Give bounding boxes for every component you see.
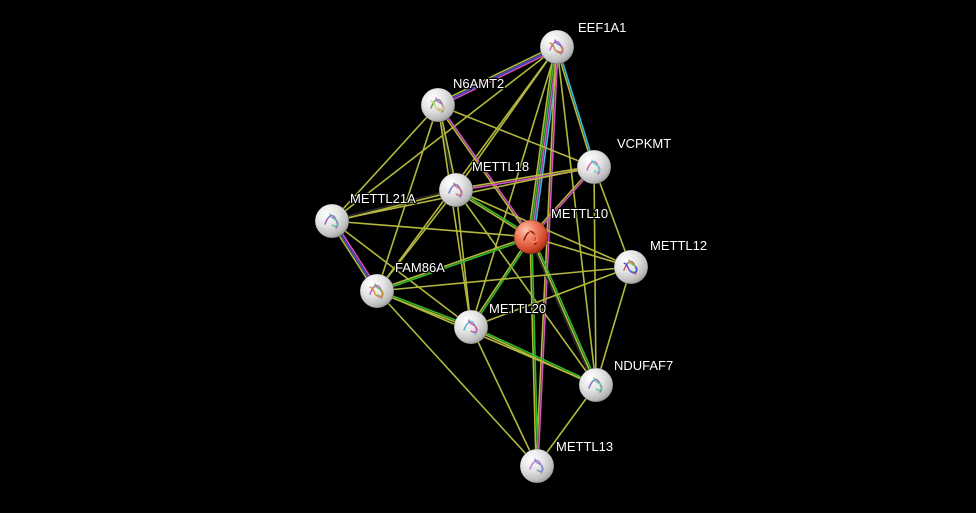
node-EEF1A1[interactable] — [539, 29, 575, 65]
edge-EEF1A1-METTL10[interactable] — [531, 47, 559, 238]
edge-EEF1A1-N6AMT2[interactable] — [438, 47, 559, 108]
edge-EEF1A1-FAM86A[interactable] — [376, 46, 558, 292]
node-label-METTL13: METTL13 — [556, 439, 613, 454]
structure-thumbnail — [430, 100, 445, 112]
node-sphere-METTL13[interactable] — [519, 448, 555, 484]
edge-METTL10-METTL13[interactable] — [529, 237, 537, 467]
node-sphere-METTL10[interactable] — [513, 219, 549, 255]
edge-METTL21A-METTL10[interactable] — [331, 220, 532, 238]
edge-METTL18-METTL21A[interactable] — [331, 188, 456, 221]
edge-METTL18-FAM86A[interactable] — [376, 189, 457, 292]
edge-VCPKMT-METTL18[interactable] — [455, 165, 594, 190]
edge-N6AMT2-FAM86A[interactable] — [376, 104, 439, 292]
edge-METTL18-METTL20[interactable] — [455, 189, 472, 328]
node-sphere-METTL21A[interactable] — [314, 203, 350, 239]
node-label-METTL12: METTL12 — [650, 238, 707, 253]
node-sphere-NDUFAF7[interactable] — [578, 367, 614, 403]
edge-EEF1A1-NDUFAF7[interactable] — [556, 46, 597, 386]
edges-layer — [329, 44, 632, 467]
node-label-METTL20: METTL20 — [489, 301, 546, 316]
edge-METTL20-METTL13[interactable] — [470, 326, 538, 467]
node-label-NDUFAF7: NDUFAF7 — [614, 358, 673, 373]
node-label-METTL18: METTL18 — [472, 159, 529, 174]
node-label-METTL10: METTL10 — [551, 206, 608, 221]
edge-N6AMT2-METTL20[interactable] — [437, 104, 472, 328]
structure-thumbnail — [623, 262, 638, 274]
structure-thumbnail — [468, 319, 478, 333]
edge-METTL20-NDUFAF7[interactable] — [471, 325, 597, 385]
edge-METTL21A-METTL20[interactable] — [331, 220, 472, 328]
edge-EEF1A1-VCPKMT[interactable] — [557, 46, 596, 167]
node-label-EEF1A1: EEF1A1 — [578, 20, 626, 35]
node-sphere-VCPKMT[interactable] — [576, 149, 612, 185]
edge-EEF1A1-METTL13[interactable] — [537, 47, 559, 467]
edge-METTL18-NDUFAF7[interactable] — [455, 189, 597, 386]
node-METTL18[interactable] — [438, 172, 474, 208]
edge-METTL10-METTL20[interactable] — [471, 237, 533, 328]
structure-thumbnail — [534, 458, 544, 472]
edge-EEF1A1-VCPKMT[interactable] — [555, 47, 594, 168]
node-sphere-N6AMT2[interactable] — [420, 87, 456, 123]
node-METTL20[interactable] — [453, 309, 489, 345]
edge-VCPKMT-METTL12[interactable] — [593, 166, 632, 268]
edge-METTL10-NDUFAF7[interactable] — [530, 236, 597, 386]
node-NDUFAF7[interactable] — [578, 367, 614, 403]
edge-N6AMT2-METTL21A[interactable] — [331, 104, 439, 222]
edge-METTL10-NDUFAF7[interactable] — [532, 235, 599, 385]
node-VCPKMT[interactable] — [576, 149, 612, 185]
edge-METTL10-METTL20[interactable] — [469, 236, 531, 327]
node-sphere-FAM86A[interactable] — [359, 273, 395, 309]
edge-METTL10-METTL13[interactable] — [531, 236, 539, 466]
nodes-layer — [314, 29, 649, 484]
edge-METTL10-FAM86A[interactable] — [377, 237, 532, 293]
edge-METTL12-FAM86A[interactable] — [376, 266, 632, 292]
structure-thumbnail — [528, 229, 538, 243]
edge-FAM86A-METTL13[interactable] — [376, 290, 538, 467]
node-label-METTL21A: METTL21A — [350, 191, 416, 206]
edge-METTL10-NDUFAF7[interactable] — [528, 237, 595, 387]
node-sphere-METTL20[interactable] — [453, 309, 489, 345]
edge-VCPKMT-NDUFAF7[interactable] — [593, 166, 597, 386]
edge-EEF1A1-METTL13[interactable] — [535, 46, 557, 466]
structure-thumbnail — [593, 377, 603, 391]
node-METTL13[interactable] — [519, 448, 555, 484]
structure-thumbnail — [369, 286, 384, 298]
edge-EEF1A1-N6AMT2[interactable] — [437, 46, 558, 106]
node-N6AMT2[interactable] — [420, 87, 456, 123]
edge-N6AMT2-VCPKMT[interactable] — [437, 104, 595, 168]
edge-METTL12-METTL20[interactable] — [470, 266, 632, 328]
node-label-FAM86A: FAM86A — [395, 260, 445, 275]
node-label-VCPKMT: VCPKMT — [617, 136, 671, 151]
structure-thumbnail — [329, 213, 339, 227]
edge-EEF1A1-N6AMT2[interactable] — [436, 44, 557, 105]
edge-METTL18-METTL21A[interactable] — [332, 190, 457, 223]
node-FAM86A[interactable] — [359, 273, 395, 309]
structure-thumbnail — [591, 159, 601, 173]
edge-METTL10-METTL12[interactable] — [530, 236, 632, 268]
edge-EEF1A1-METTL10[interactable] — [529, 46, 557, 237]
structure-thumbnail — [453, 182, 463, 196]
edge-METTL12-NDUFAF7[interactable] — [595, 266, 632, 386]
edge-METTL20-NDUFAF7[interactable] — [470, 327, 596, 387]
node-METTL21A[interactable] — [314, 203, 350, 239]
node-label-N6AMT2: N6AMT2 — [453, 76, 504, 91]
edge-EEF1A1-METTL10[interactable] — [527, 46, 555, 237]
node-METTL10[interactable] — [513, 219, 549, 255]
edge-EEF1A1-METTL10[interactable] — [533, 47, 561, 238]
node-sphere-METTL12[interactable] — [613, 249, 649, 285]
node-sphere-METTL18[interactable] — [438, 172, 474, 208]
edge-N6AMT2-METTL10[interactable] — [438, 103, 533, 237]
edge-METTL10-FAM86A[interactable] — [376, 235, 531, 291]
structure-thumbnail — [549, 42, 564, 54]
node-METTL12[interactable] — [613, 249, 649, 285]
node-sphere-EEF1A1[interactable] — [539, 29, 575, 65]
